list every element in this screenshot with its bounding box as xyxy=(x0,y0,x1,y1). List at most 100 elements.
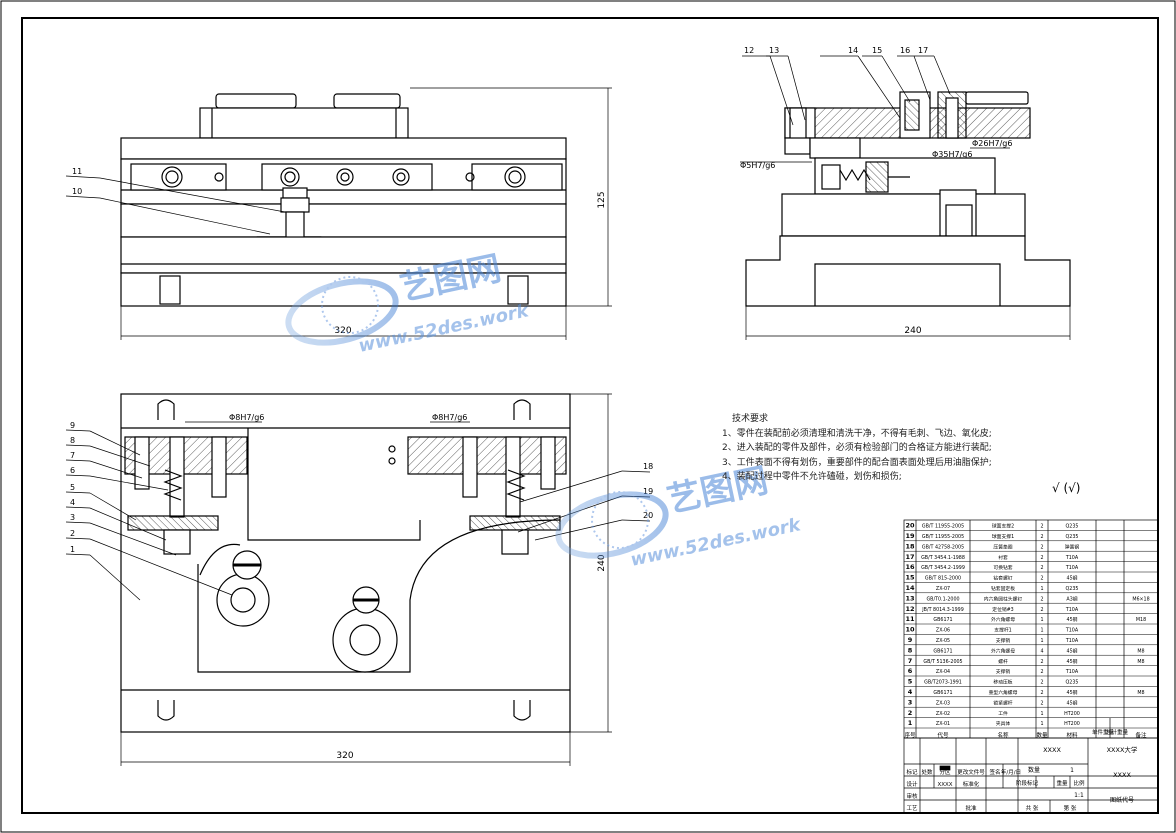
bom-cell: 2 xyxy=(1040,565,1043,571)
bom-cell: 移动压板 xyxy=(993,679,1012,686)
bom-cell: 2 xyxy=(908,709,913,717)
plan-view xyxy=(120,393,571,733)
tb-approve-label: 批准 xyxy=(965,804,977,812)
tb-qty: 1 xyxy=(1070,767,1074,774)
balloon-2: 2 xyxy=(70,529,75,538)
tech-note-4: 4、装配过程中零件不允许磕碰，划伤和损伤; xyxy=(722,472,902,482)
bom-cell: T10A xyxy=(1065,565,1079,571)
balloon-1: 1 xyxy=(70,545,75,554)
bom-cell: 1 xyxy=(1040,628,1043,634)
balloon-19: 19 xyxy=(643,487,653,496)
bom-cell: 11 xyxy=(905,615,915,623)
bom-cell: 外六角螺母 xyxy=(991,647,1015,654)
balloon-10: 10 xyxy=(72,187,82,196)
bom-cell: JB/T 8014.3-1999 xyxy=(921,607,964,613)
bom-cell: 1 xyxy=(1040,617,1043,623)
bom-cell: 12 xyxy=(905,605,914,613)
dim-front-height: 125 xyxy=(597,191,607,208)
technical-requirements: 技术要求 1、零件在装配前必须清理和清洗干净，不得有毛刺、飞边、氧化皮; 2、进… xyxy=(722,412,1142,485)
bom-cell: 45钢 xyxy=(1067,689,1078,696)
bom-cell: T10A xyxy=(1065,669,1079,675)
bom-cell: 外六角螺母 xyxy=(991,616,1015,623)
dim-side-width: 240 xyxy=(904,326,921,336)
bom-cell: 球面支撑1 xyxy=(992,533,1014,540)
side-leaders xyxy=(742,55,951,126)
bom-cell: 2 xyxy=(1040,544,1043,550)
balloon-7: 7 xyxy=(70,451,75,460)
bom-cell: Q235 xyxy=(1066,534,1079,540)
tb-designation: XXXX xyxy=(1043,746,1061,754)
plan-dimensions xyxy=(120,393,612,766)
bom-cell: 可换钻套 xyxy=(993,564,1012,571)
bom-cell: 弹簧钢 xyxy=(1065,543,1080,550)
bom-cell: 1 xyxy=(1040,586,1043,592)
bom-cell: M18 xyxy=(1136,617,1146,623)
bom-header-cell: 总计重量 xyxy=(1106,728,1129,736)
balloon-3: 3 xyxy=(70,513,75,522)
bom-cell: 3 xyxy=(908,698,913,706)
bom-cell: 2 xyxy=(1040,700,1043,706)
balloon-18: 18 xyxy=(643,462,653,471)
tb-sheet-label: 共 张 xyxy=(1026,804,1039,812)
fit-side-mid: Φ35H7/g6 xyxy=(932,150,972,159)
bom-cell: Q235 xyxy=(1066,586,1079,592)
bom-cell: 45钢 xyxy=(1067,658,1078,665)
bom-cell: 钻套螺钉 xyxy=(993,575,1012,582)
tb-scale: 1:1 xyxy=(1074,792,1084,799)
bom-cell: ZX-07 xyxy=(936,586,950,592)
bom-cell: 支撑销 xyxy=(996,637,1011,644)
bom-cell: 2 xyxy=(1040,690,1043,696)
bom-cell: M8 xyxy=(1137,648,1144,654)
front-leaders xyxy=(65,175,286,235)
balloon-9: 9 xyxy=(70,421,75,430)
balloon-8: 8 xyxy=(70,436,75,445)
bom-header-cell: 数量 xyxy=(1036,731,1048,739)
bom-cell: ZX-03 xyxy=(936,700,950,706)
bom-cell: 16 xyxy=(905,563,915,571)
tb-doc-code-label: 图纸代号 xyxy=(1110,796,1134,804)
balloon-15: 15 xyxy=(872,46,882,55)
bom-cell: 2 xyxy=(1040,680,1043,686)
bom-cell: 45钢 xyxy=(1067,699,1078,706)
bom-cell: 球面支撑2 xyxy=(992,523,1014,530)
bom-cell: ZX-01 xyxy=(936,721,950,727)
balloon-16: 16 xyxy=(900,46,910,55)
tech-notes-title: 技术要求 xyxy=(732,414,769,424)
bom-cell: GB/T 5136-2005 xyxy=(923,659,962,665)
bom-cell: M6×18 xyxy=(1132,596,1149,602)
bom-cell: GB/T 11955-2005 xyxy=(922,534,964,540)
tb-zone-label: 分区 xyxy=(939,768,951,776)
tb-stage-label: 阶段标记 xyxy=(1016,779,1039,787)
bom-cell: 19 xyxy=(905,532,915,540)
bom-cell: 钻套固定板 xyxy=(991,585,1015,592)
dim-plan-width: 320 xyxy=(336,751,353,761)
bom-header-cell: 备注 xyxy=(1135,731,1147,739)
bom-cell: GB/T 42758-2005 xyxy=(922,544,964,550)
tb-mark-label: 标记 xyxy=(906,768,918,776)
bom-cell: HT200 xyxy=(1064,711,1080,717)
bom-cell: 2 xyxy=(1040,596,1043,602)
front-dimensions xyxy=(120,87,612,340)
tb-qty-label: 数量 xyxy=(1028,766,1040,774)
front-view xyxy=(120,93,567,307)
tb-date-label: 年/月/日 xyxy=(1001,768,1021,776)
tb-scale-label: 比例 xyxy=(1073,779,1085,787)
bom-cell: 1 xyxy=(1040,711,1043,717)
bom-cell: 13 xyxy=(905,594,914,602)
bom-cell: 4 xyxy=(1040,648,1043,654)
bom-cell: T10A xyxy=(1065,628,1079,634)
bom-cell: T10A xyxy=(1065,638,1079,644)
bom-cell: 2 xyxy=(1040,555,1043,561)
title-block xyxy=(903,737,1159,814)
tb-university: XXXX大学 xyxy=(1107,745,1138,754)
fit-side-top: Φ26H7/g6 xyxy=(972,139,1012,148)
bom-cell: 45钢 xyxy=(1067,647,1078,654)
bom-cell: 锁紧螺杆 xyxy=(993,699,1012,706)
bom-cell: 8 xyxy=(908,646,913,654)
bom-cell: 螺杆 xyxy=(998,658,1008,665)
bom-cell: 衬套 xyxy=(998,554,1008,561)
fit-side-small: Φ5H7/g6 xyxy=(740,161,775,170)
bom-cell: M8 xyxy=(1137,659,1144,665)
tb-design-name: XXXX xyxy=(937,782,952,788)
